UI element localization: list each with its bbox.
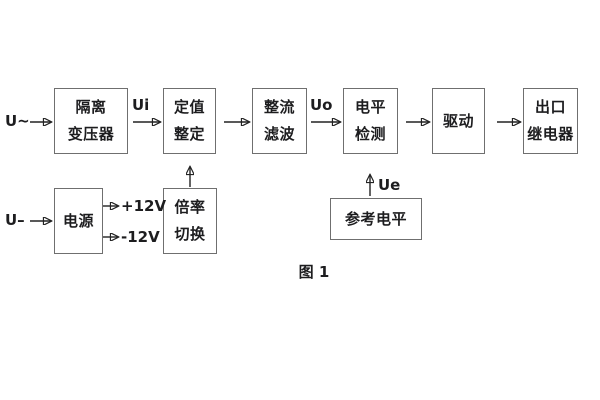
block-power-supply: 电源 <box>54 188 103 254</box>
minus12v-label: -12V <box>121 228 160 246</box>
block-label: 整流 <box>263 98 295 116</box>
block-label: 电源 <box>62 211 94 230</box>
ue-signal-label: Ue <box>378 176 401 194</box>
plus12v-label: +12V <box>121 197 167 215</box>
block-level-detect: 电平 检测 <box>343 88 398 154</box>
block-label: 定值 <box>173 98 205 116</box>
block-label: 滤波 <box>263 125 295 143</box>
block-label: 电平 <box>354 98 386 116</box>
block-label: 切换 <box>174 225 206 243</box>
block-isolation-transformer: 隔离 变压器 <box>54 88 128 154</box>
block-reference-level: 参考电平 <box>330 198 422 240</box>
block-label: 继电器 <box>527 125 574 143</box>
block-label: 出口 <box>534 98 566 116</box>
block-label: 整定 <box>173 125 205 143</box>
block-driver: 驱动 <box>432 88 485 154</box>
block-label: 参考电平 <box>344 209 407 228</box>
input-ac-label: U~ <box>5 112 30 130</box>
block-label: 隔离 <box>75 98 107 116</box>
block-rectifier-filter: 整流 滤波 <box>252 88 307 154</box>
ui-signal-label: Ui <box>132 96 150 114</box>
block-label: 检测 <box>354 125 386 143</box>
input-dc-label: U– <box>5 211 25 229</box>
block-output-relay: 出口 继电器 <box>523 88 578 154</box>
block-label: 倍率 <box>174 198 206 216</box>
figure-caption: 图 1 <box>298 263 330 281</box>
block-setpoint-adjust: 定值 整定 <box>163 88 216 154</box>
uo-signal-label: Uo <box>310 96 333 114</box>
block-label: 驱动 <box>442 111 474 130</box>
block-ratio-switch: 倍率 切换 <box>163 188 217 254</box>
block-label: 变压器 <box>67 125 115 143</box>
